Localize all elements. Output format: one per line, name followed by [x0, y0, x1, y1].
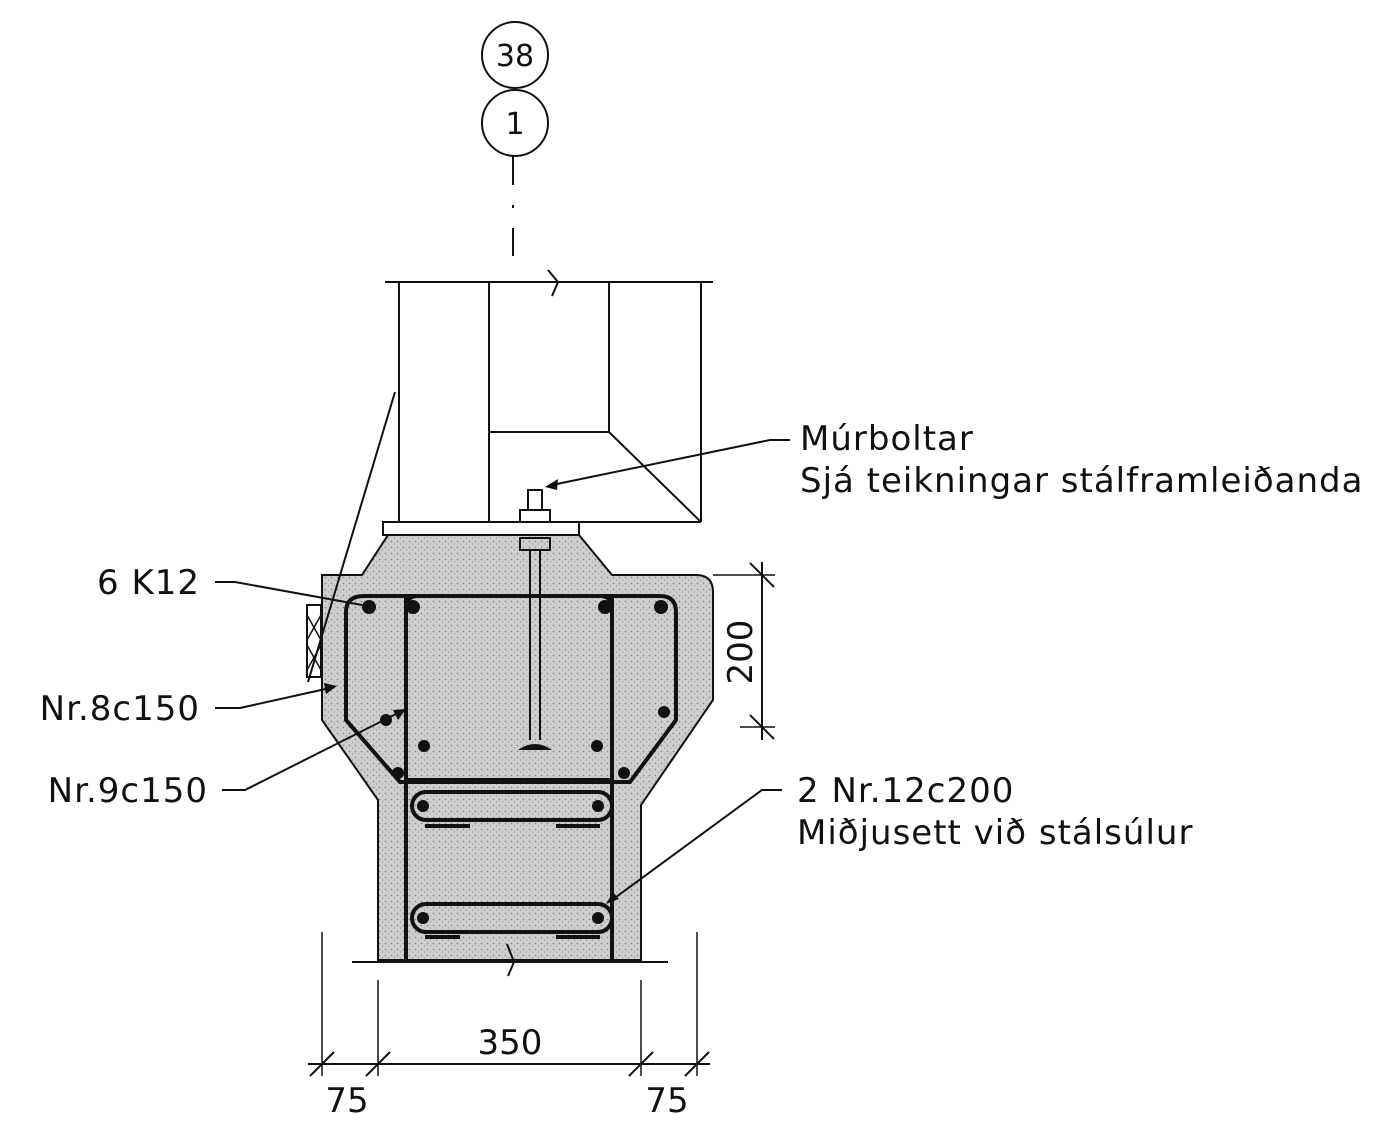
grid-label-1: 1	[505, 107, 524, 142]
label-anchor-bolts-note: Sjá teikningar stálframleiðanda	[800, 461, 1363, 501]
edge-packer	[306, 391, 396, 683]
anchor-bolt	[518, 489, 552, 750]
label-links-note: Miðjusett við stálsúlur	[797, 813, 1193, 853]
steel-column	[385, 269, 713, 523]
label-links: 2 Nr.12c200	[797, 771, 1014, 811]
label-stirrup-8: Nr.8c150	[40, 689, 200, 729]
label-anchor-bolts: Múrboltar	[800, 419, 974, 459]
dimension-chain-bottom: 350 75 75	[308, 932, 710, 1121]
dimension-height-text: 200	[721, 620, 761, 685]
stirrup-nr8	[344, 594, 678, 784]
grid-bubble-38: 38	[481, 21, 549, 89]
link-stirrups	[410, 790, 614, 939]
stirrup-nr9	[404, 594, 614, 782]
dimension-right-offset-text: 75	[645, 1081, 688, 1121]
label-top-bars: 6 K12	[97, 563, 200, 603]
concrete-section	[321, 534, 714, 961]
section-cut-line	[352, 943, 668, 977]
dimension-left-offset-text: 75	[325, 1081, 368, 1121]
base-plate	[382, 521, 580, 536]
grid-label-38: 38	[496, 39, 534, 74]
grid-bubble-1: 1	[481, 89, 549, 157]
dimension-width-text: 350	[478, 1023, 543, 1063]
rebar-dots	[362, 600, 670, 924]
label-stirrup-9: Nr.9c150	[48, 771, 208, 811]
dimension-200: 200	[713, 562, 775, 740]
leader-lines	[215, 439, 790, 904]
